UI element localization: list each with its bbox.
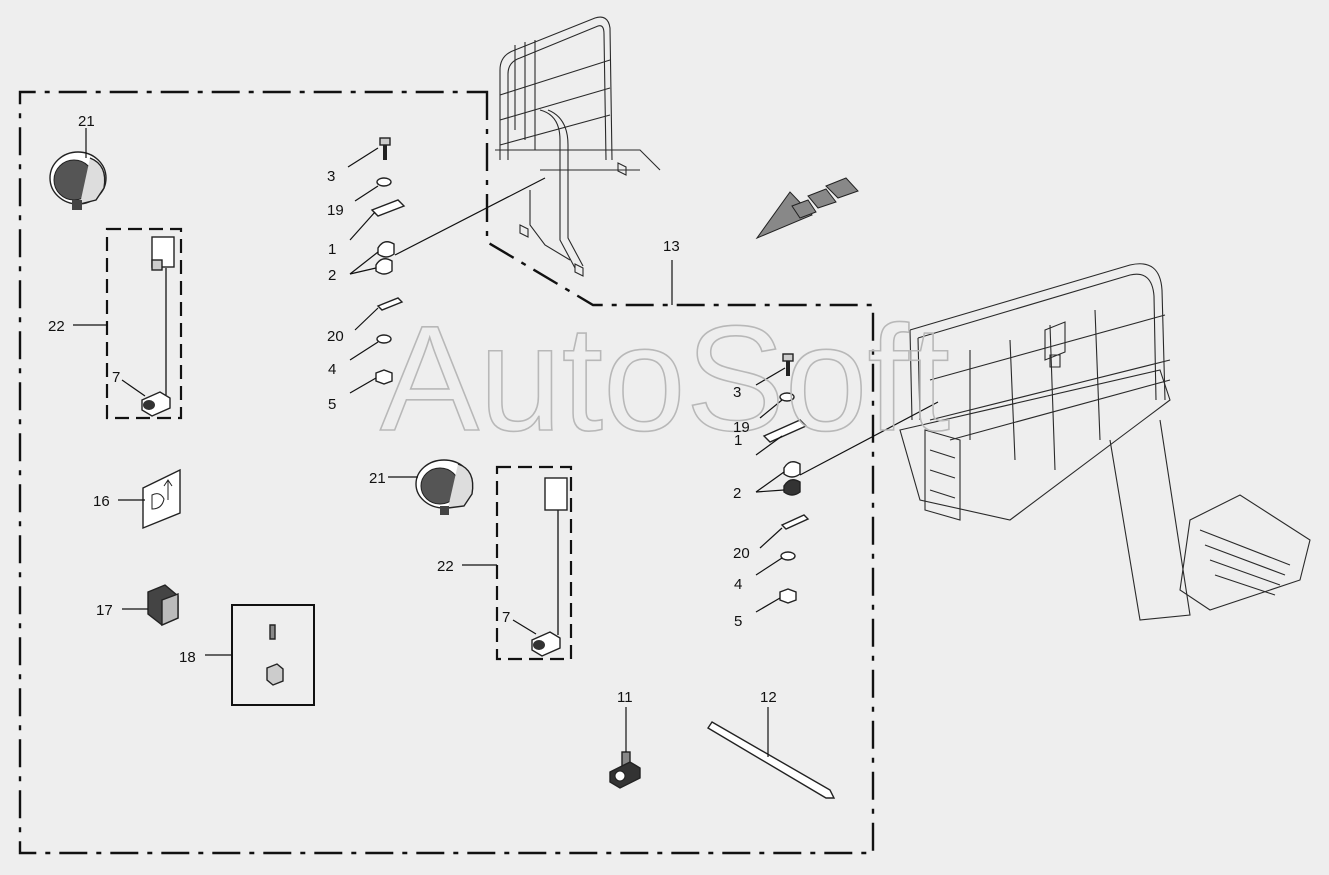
mounting-hardware-right xyxy=(762,353,810,604)
callout-19-right: 19 xyxy=(733,419,750,436)
clip-11 xyxy=(609,751,641,789)
platform-assembly-right xyxy=(899,263,1311,621)
work-lamp-21-top xyxy=(49,151,107,210)
callout-22-middle: 22 xyxy=(437,558,454,575)
bulb-kit-18 xyxy=(231,604,315,706)
callout-18: 18 xyxy=(179,649,196,666)
callout-1-top: 1 xyxy=(328,241,336,258)
cable-tie-12 xyxy=(707,721,836,799)
callout-19-top: 19 xyxy=(327,202,344,219)
callout-7-top: 7 xyxy=(112,369,120,386)
callout-11: 11 xyxy=(617,689,633,706)
callout-4-right: 4 xyxy=(734,576,742,593)
kit-boundary-outline xyxy=(18,90,875,855)
callout-16: 16 xyxy=(93,493,110,510)
direction-arrow-icon xyxy=(755,177,859,240)
switch-17 xyxy=(147,584,179,627)
watermark-text: AutoSoft xyxy=(380,294,950,462)
callout-2-right: 2 xyxy=(733,485,741,502)
callout-2-top: 2 xyxy=(328,267,336,284)
callout-3-top: 3 xyxy=(327,168,335,185)
decal-16 xyxy=(142,468,181,530)
callout-21-middle: 21 xyxy=(369,470,386,487)
callout-20-right: 20 xyxy=(733,545,750,562)
callout-4-top: 4 xyxy=(328,361,336,378)
callout-3-right: 3 xyxy=(733,384,741,401)
work-lamp-21-middle xyxy=(415,459,474,515)
callout-5-top: 5 xyxy=(328,396,336,413)
mounting-hardware-top xyxy=(370,137,406,385)
ladder-assembly-top xyxy=(495,16,661,277)
callout-13: 13 xyxy=(663,238,680,255)
callout-17: 17 xyxy=(96,602,113,619)
callout-20-top: 20 xyxy=(327,328,344,345)
callout-22-top: 22 xyxy=(48,318,65,335)
harness-22-top xyxy=(105,227,183,420)
callout-12: 12 xyxy=(760,689,777,706)
callout-7-middle: 7 xyxy=(502,609,510,626)
callout-1-right: 1 xyxy=(734,432,742,449)
callout-5-right: 5 xyxy=(734,613,742,630)
harness-22-middle xyxy=(495,465,573,661)
callout-21-top: 21 xyxy=(78,113,95,130)
